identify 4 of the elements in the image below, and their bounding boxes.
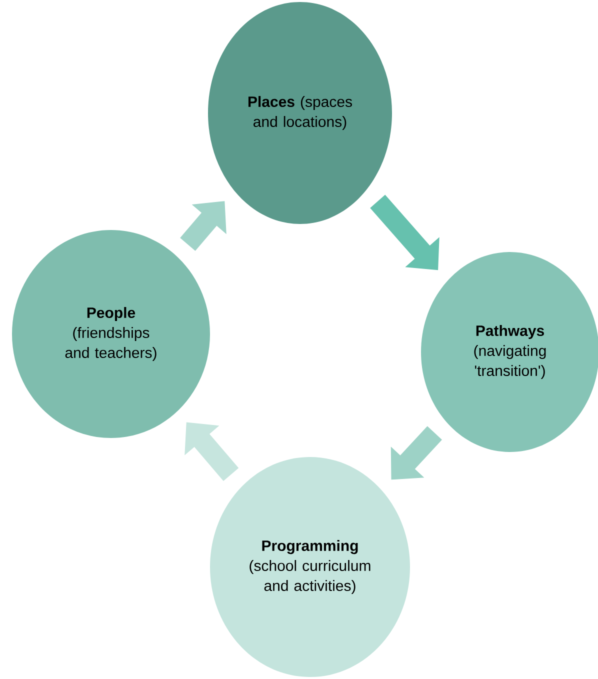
circle-node: People (friendships and teachers) [12, 230, 210, 438]
circle-node: Places (spaces and locations) [208, 2, 392, 224]
circle-node: Programming (school curriculum and activities) [210, 457, 410, 677]
block-arrow [180, 201, 226, 251]
